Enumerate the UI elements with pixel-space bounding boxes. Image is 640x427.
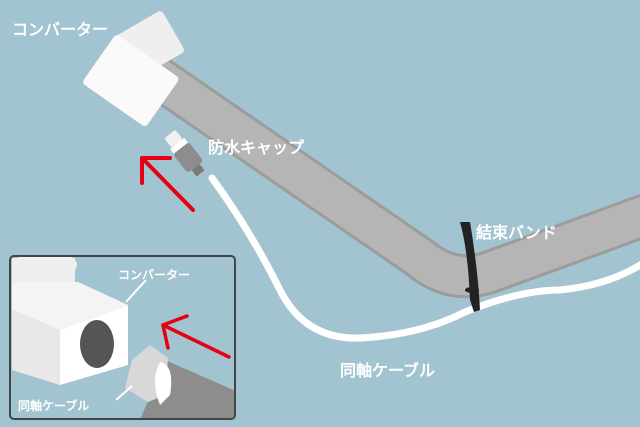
coax-cable-label: 同軸ケーブル: [340, 361, 436, 380]
waterproof-cap-label: 防水キャップ: [208, 138, 305, 157]
inset-coax-cable-label: 同軸ケーブル: [18, 399, 90, 413]
inset-detail: [9, 255, 236, 420]
cable-tie-label: 結束バンド: [476, 223, 557, 242]
arrow-main: [140, 156, 195, 212]
converter: [83, 11, 184, 126]
waterproof-cap: [165, 130, 205, 177]
inset-converter-label: コンバーター: [118, 268, 191, 282]
converter-label: コンバーター: [12, 20, 109, 39]
coax-cable: [208, 174, 640, 342]
